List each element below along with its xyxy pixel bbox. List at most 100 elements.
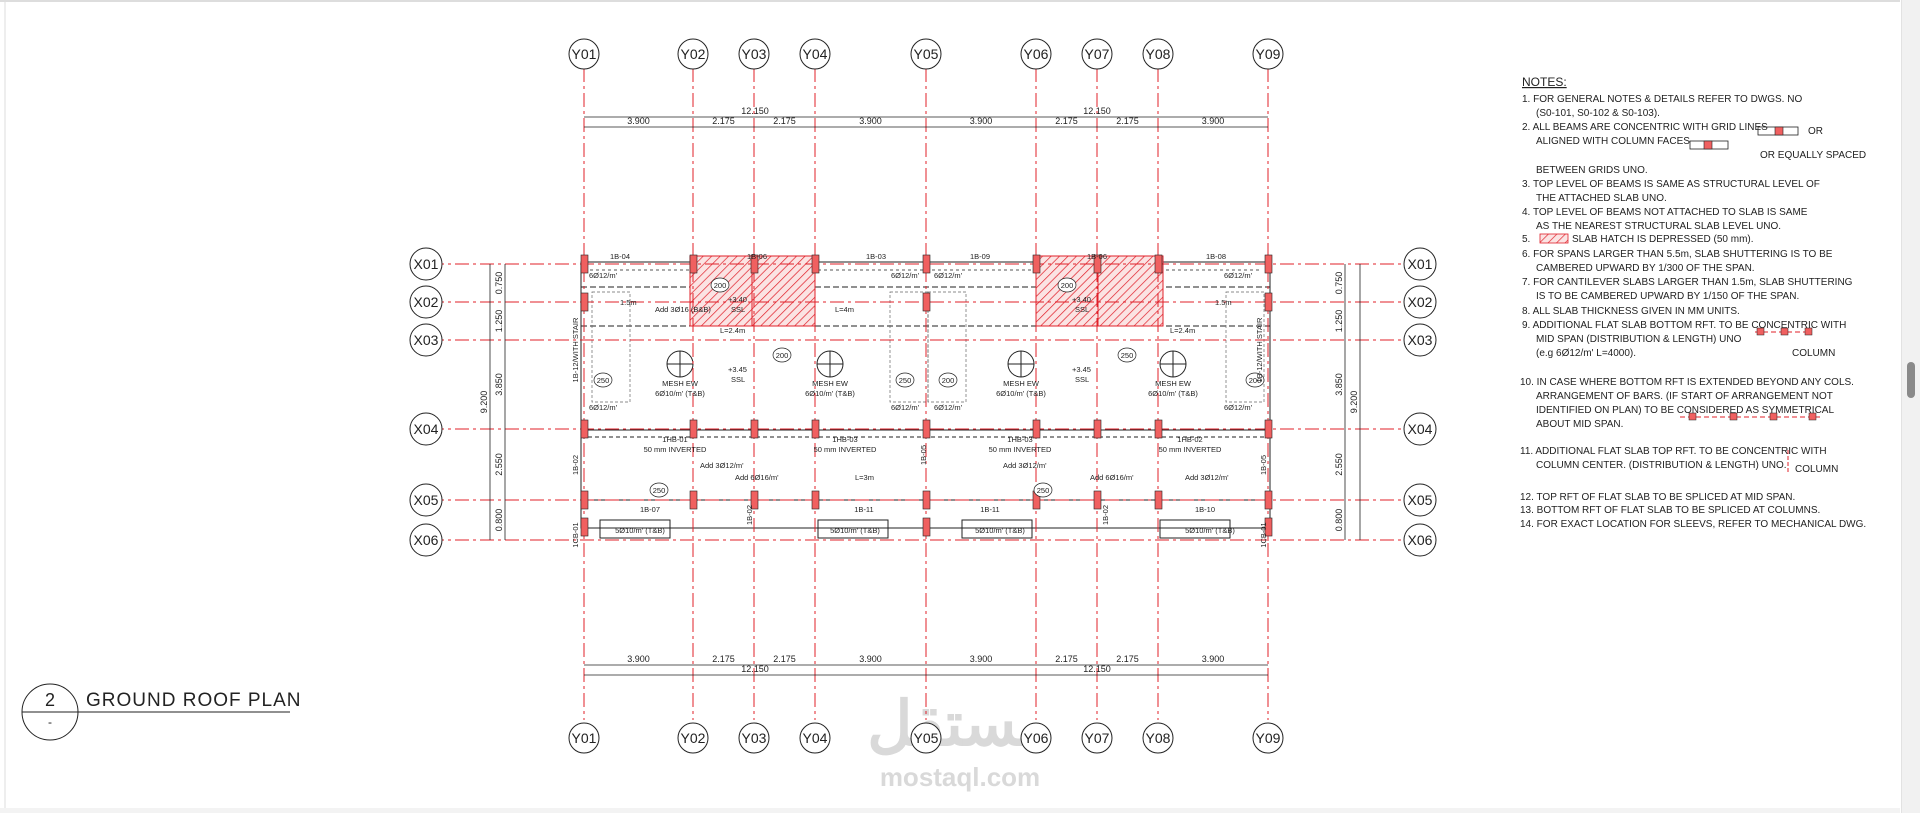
note-line: CAMBERED UPWARD BY 1/300 OF THE SPAN. <box>1536 263 1755 274</box>
grid-label-y: Y08 <box>1146 730 1171 746</box>
note-line: 4. TOP LEVEL OF BEAMS NOT ATTACHED TO SL… <box>1522 207 1808 218</box>
grid-label-x: X02 <box>1408 294 1433 310</box>
column-beam-label: 1B-02 <box>571 455 580 475</box>
inverted-label: 50 mm INVERTED <box>1159 445 1222 454</box>
column <box>811 254 820 274</box>
note-line: BETWEEN GRIDS UNO. <box>1536 165 1648 176</box>
notes-heading: NOTES: <box>1522 75 1567 89</box>
column <box>689 490 698 510</box>
grid-label-y: Y07 <box>1085 46 1110 62</box>
dim-row: 0.750 <box>494 272 504 295</box>
bottom-mesh-note: 5Ø10/m' (T&B) <box>975 526 1025 535</box>
dim-bay: 3.900 <box>859 654 882 664</box>
note-line: IS TO BE CAMBERED UPWARD BY 1/150 OF THE… <box>1536 291 1799 302</box>
mesh-label: MESH EW <box>662 379 699 388</box>
top-bar-note: 6Ø12/m' <box>589 403 618 412</box>
grid-lines: Y01Y01Y02Y02Y03Y03Y04Y04Y05Y05Y06Y06Y07Y… <box>409 38 1437 754</box>
grid-bubble-x <box>1403 285 1437 319</box>
top-bar-note: 6Ø12/m' <box>1224 271 1253 280</box>
note-line: ABOUT MID SPAN. <box>1536 419 1623 430</box>
column-label-2: COLUMN <box>1795 464 1838 475</box>
top-bar-note: 6Ø12/m' <box>934 403 963 412</box>
column <box>689 419 698 439</box>
column <box>922 490 931 510</box>
hb-label: 1HB-03 <box>1007 435 1032 444</box>
slab-thickness-tag <box>772 347 792 363</box>
mesh-label: MESH EW <box>1155 379 1192 388</box>
grid-bubble-x <box>1403 523 1437 557</box>
column <box>922 419 931 439</box>
column <box>922 517 931 537</box>
column <box>580 254 589 274</box>
note-line: 13. BOTTOM RFT OF FLAT SLAB TO BE SPLICE… <box>1520 505 1820 516</box>
note-line: 11. ADDITIONAL FLAT SLAB TOP RFT. TO BE … <box>1520 446 1827 457</box>
grid-bubble-y <box>1142 38 1174 70</box>
watermark-latin: mostaql.com <box>880 762 1040 792</box>
grid-label-x: X02 <box>414 294 439 310</box>
dim-row: 1.250 <box>494 310 504 333</box>
slab-thickness-tag <box>938 372 958 388</box>
scrollbar-thumb[interactable] <box>1907 362 1915 398</box>
horizontal-scrollbar[interactable] <box>0 808 1900 813</box>
ssl-tag: SSL <box>731 305 745 314</box>
rebar-note: L=4m <box>835 305 854 314</box>
rebar-note: L=2.4m <box>720 326 745 335</box>
dim-row: 2.550 <box>1334 453 1344 476</box>
hb-label: 1HB-02 <box>1177 435 1202 444</box>
watermark: مستقل mostaql.com <box>867 690 1053 792</box>
slab-thickness: 250 <box>899 376 912 385</box>
dim-total: 12.150 <box>1083 664 1111 674</box>
column <box>1264 419 1273 439</box>
dim-bay: 3.900 <box>859 116 882 126</box>
grid-label-x: X03 <box>414 332 439 348</box>
stair-label: 1B-12/WITH STAIR <box>571 317 580 382</box>
slab-thickness: 200 <box>942 376 955 385</box>
grid-label-y: Y04 <box>803 730 828 746</box>
grid-bubble-y <box>1081 722 1113 754</box>
dim-total: 9.200 <box>479 391 489 414</box>
column <box>1264 490 1273 510</box>
bottom-mesh-note: 5Ø10/m' (T&B) <box>615 526 665 535</box>
grid-bubble-y <box>1252 38 1284 70</box>
note-line: COLUMN CENTER. (DISTRIBUTION & LENGTH) U… <box>1536 460 1787 471</box>
grid-bubble-y <box>910 722 942 754</box>
note-line: 14. FOR EXACT LOCATION FOR SLEEVS, REFER… <box>1520 519 1866 530</box>
level-tag: +3.40 <box>728 295 747 304</box>
column <box>1154 490 1163 510</box>
slab-thickness: 250 <box>1121 351 1134 360</box>
column <box>580 419 589 439</box>
slab-thickness: 200 <box>1061 281 1074 290</box>
column <box>1264 254 1273 274</box>
grid-label-y: Y01 <box>572 46 597 62</box>
note-line: 2. ALL BEAMS ARE CONCENTRIC WITH GRID LI… <box>1522 122 1768 133</box>
column <box>1093 490 1102 510</box>
beam-label: 1B-09 <box>970 252 990 261</box>
column-beam-label: 1B-05 <box>919 445 928 465</box>
mesh-bars: 6Ø10/m' (T&B) <box>655 389 705 398</box>
slab-thickness-tag <box>593 372 613 388</box>
columns <box>580 254 1273 537</box>
column <box>1032 419 1041 439</box>
rebar-note: Add 3Ø12/m' <box>700 461 744 470</box>
vertical-scrollbar[interactable] <box>1901 0 1920 813</box>
beam-label: 1B-11 <box>980 505 999 514</box>
rebar-note: 1.5m <box>620 298 637 307</box>
column-beam-label: 1CB-01 <box>571 522 580 547</box>
note-line: MID SPAN (DISTRIBUTION & LENGTH) UNO <box>1536 334 1742 345</box>
grid-label-x: X01 <box>1408 256 1433 272</box>
beam-label: 1B-08 <box>1206 252 1226 261</box>
grid-label-x: X05 <box>1408 492 1433 508</box>
column-beam-label: 1B-05 <box>1259 455 1268 475</box>
beam-label: 1B-03 <box>866 252 886 261</box>
dim-total: 12.150 <box>741 106 769 116</box>
drawing-number: 2 <box>45 690 55 710</box>
grid-bubble-x <box>409 523 443 557</box>
grid-bubble-y <box>568 38 600 70</box>
dim-row: 2.550 <box>494 453 504 476</box>
rebar-note: Add 3Ø12/m' <box>1003 461 1047 470</box>
level-tag: +3.45 <box>728 365 747 374</box>
grid-bubble-y <box>677 722 709 754</box>
grid-bubble-x <box>1403 247 1437 281</box>
slab-thickness-tag <box>1117 347 1137 363</box>
column <box>750 490 759 510</box>
